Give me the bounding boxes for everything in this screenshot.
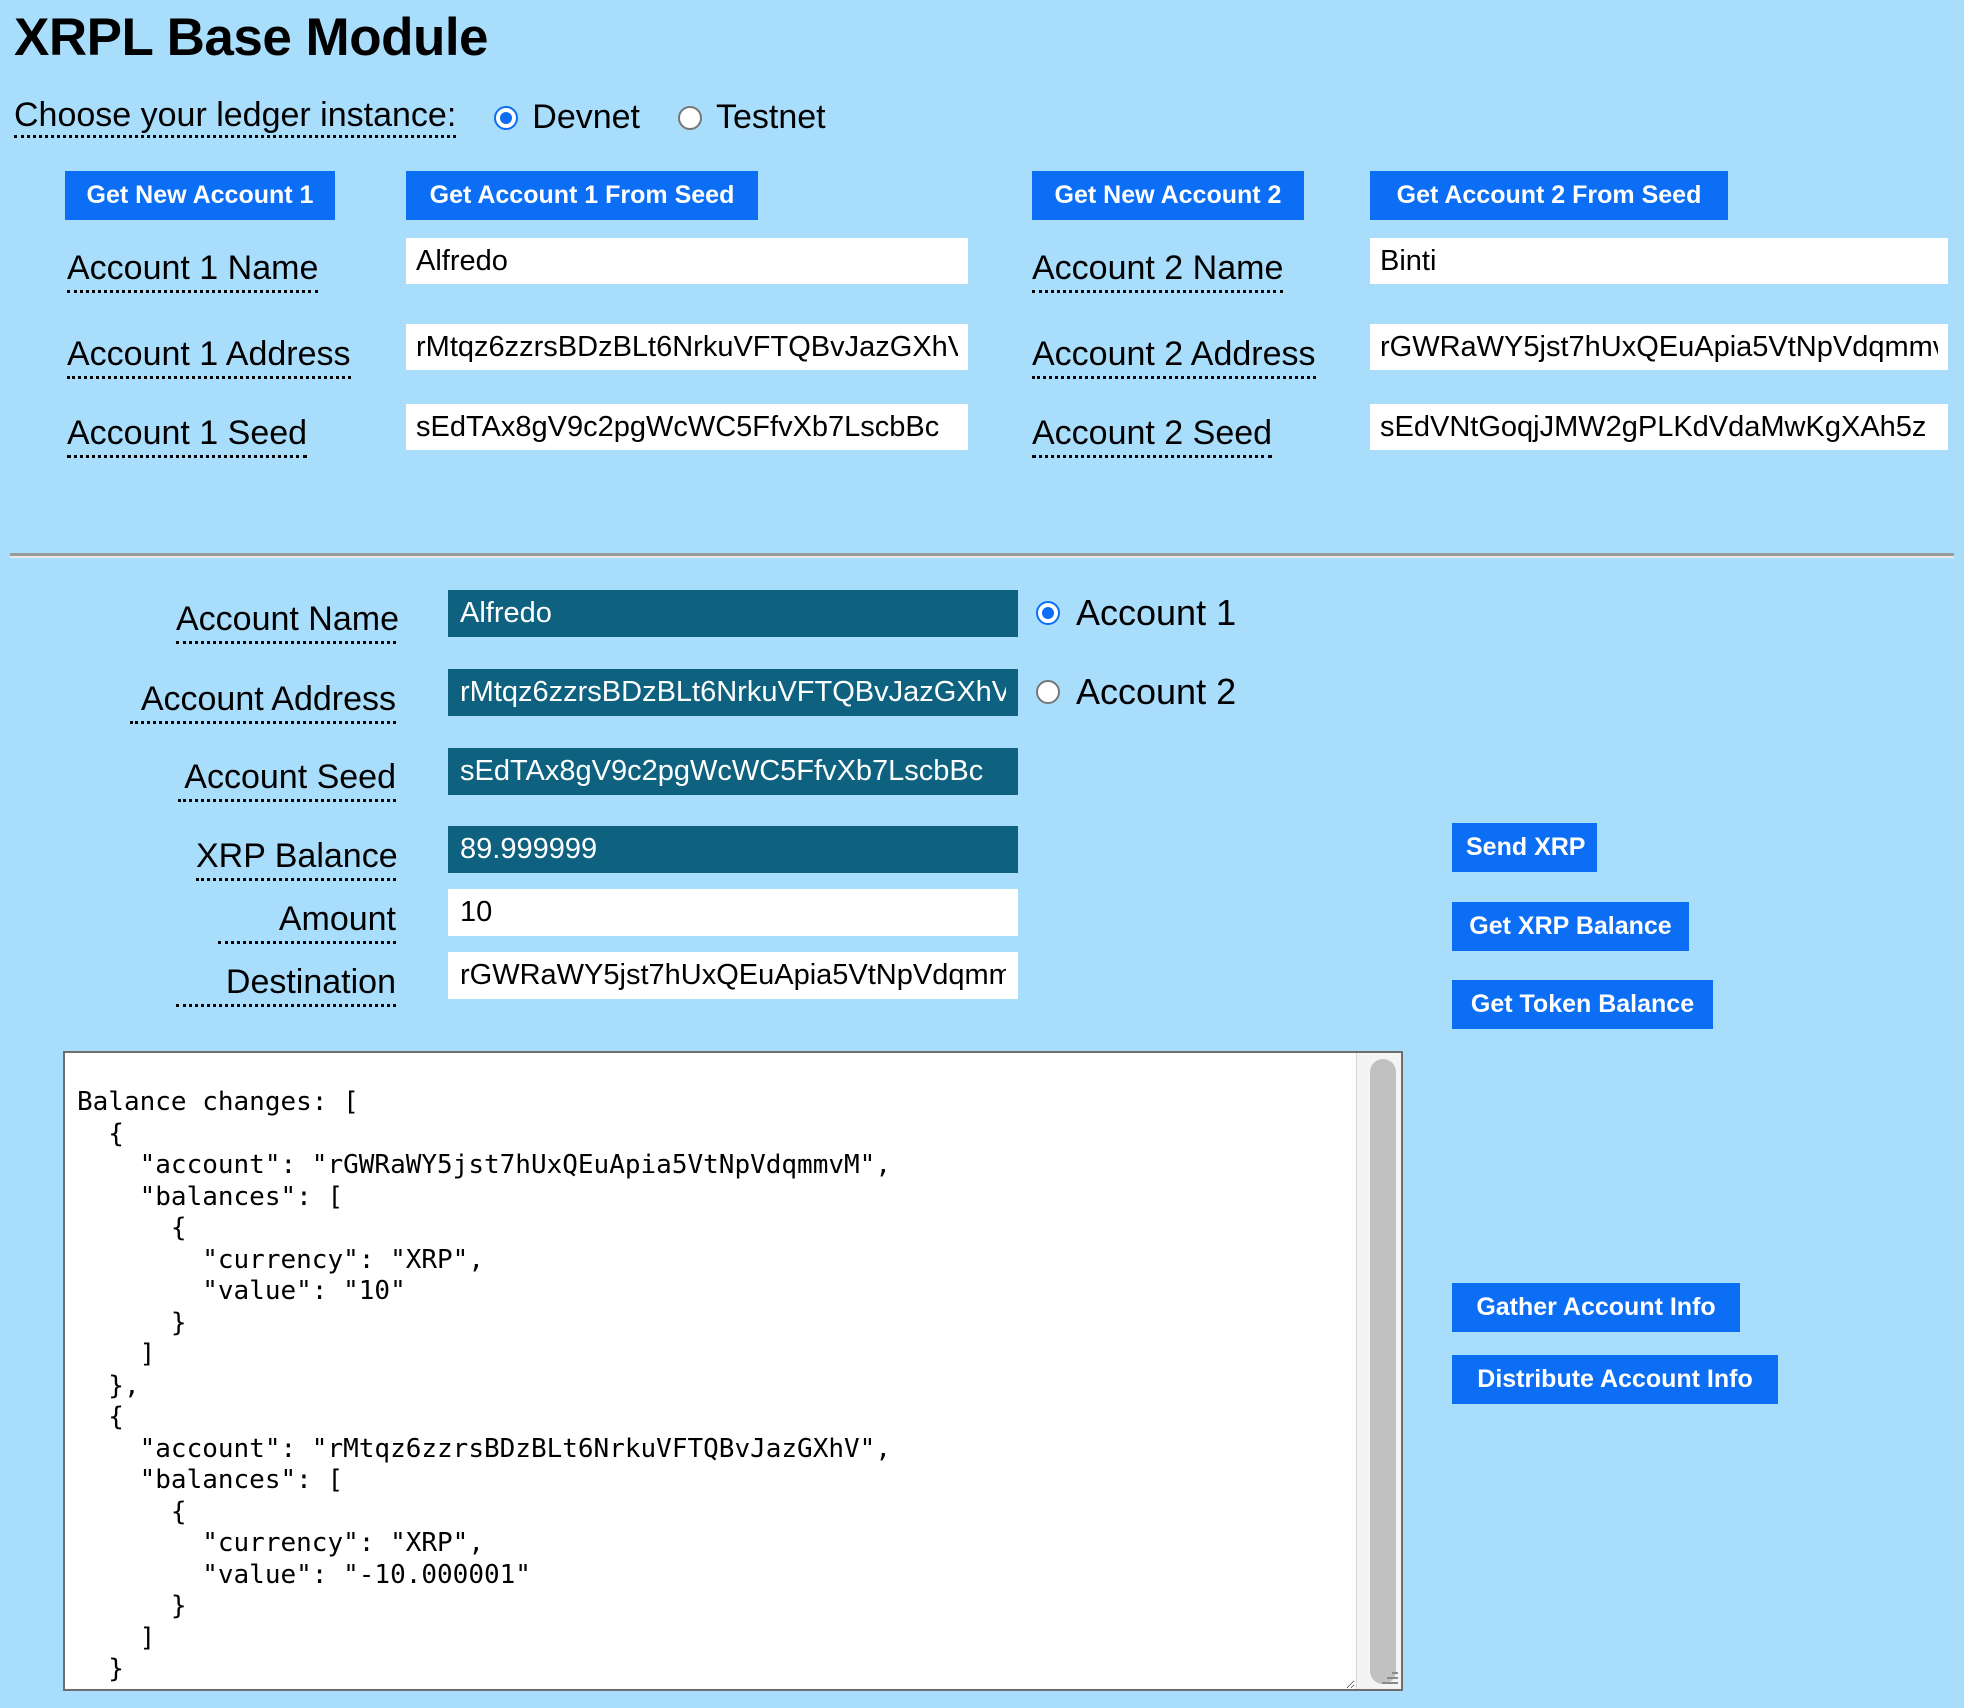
account-seed-label: Account Seed <box>178 758 396 802</box>
account-2-name-label: Account 2 Name <box>1032 249 1284 293</box>
radio-devnet[interactable] <box>494 105 519 130</box>
get-token-balance-button[interactable]: Get Token Balance <box>1452 980 1713 1029</box>
account-address-field[interactable] <box>448 669 1018 716</box>
destination-field[interactable] <box>448 952 1018 999</box>
get-account-1-from-seed-button[interactable]: Get Account 1 From Seed <box>406 170 758 220</box>
get-new-account-1-button[interactable]: Get New Account 1 <box>65 170 335 220</box>
account-name-field[interactable] <box>448 590 1018 637</box>
results-scrollbar-track[interactable] <box>1356 1053 1401 1689</box>
radio-devnet-label: Devnet <box>532 98 640 137</box>
account-address-label: Account Address <box>130 680 396 724</box>
radio-account-2[interactable] <box>1036 680 1060 704</box>
page-title: XRPL Base Module <box>14 8 489 67</box>
radio-testnet-label: Testnet <box>716 98 826 137</box>
account-seed-field[interactable] <box>448 748 1018 795</box>
account-1-address-label: Account 1 Address <box>67 335 351 379</box>
section-divider <box>10 553 1954 558</box>
results-scrollbar-thumb[interactable] <box>1370 1059 1396 1684</box>
xrp-balance-label: XRP Balance <box>196 837 398 881</box>
accounts-section: Get New Account 1 Get Account 1 From See… <box>0 170 1964 486</box>
ledger-radio-group: Devnet Testnet <box>456 98 826 137</box>
account-2-address-input[interactable] <box>1370 323 1948 370</box>
account-name-label: Account Name <box>176 600 399 644</box>
account-2-seed-label: Account 2 Seed <box>1032 414 1273 458</box>
gather-account-info-button[interactable]: Gather Account Info <box>1452 1283 1740 1332</box>
radio-option-account-1[interactable]: Account 1 <box>1036 592 1236 634</box>
radio-testnet[interactable] <box>678 105 702 130</box>
radio-account-1-label: Account 1 <box>1076 592 1237 633</box>
results-textarea-container[interactable] <box>63 1051 1403 1691</box>
results-textarea[interactable] <box>65 1053 1355 1689</box>
radio-account-2-label: Account 2 <box>1076 671 1237 712</box>
account-2-address-label: Account 2 Address <box>1032 335 1316 379</box>
account-1-address-input[interactable] <box>406 323 968 370</box>
get-new-account-2-button[interactable]: Get New Account 2 <box>1032 170 1304 220</box>
account-2-seed-input[interactable] <box>1370 403 1948 450</box>
account-1-seed-label: Account 1 Seed <box>67 414 308 458</box>
get-account-2-from-seed-button[interactable]: Get Account 2 From Seed <box>1370 170 1728 220</box>
account-1-name-label: Account 1 Name <box>67 249 319 293</box>
radio-option-devnet[interactable]: Devnet <box>494 98 640 137</box>
radio-option-testnet[interactable]: Testnet <box>678 98 826 137</box>
get-xrp-balance-button[interactable]: Get XRP Balance <box>1452 902 1689 951</box>
xrp-balance-field[interactable] <box>448 826 1018 873</box>
radio-option-account-2[interactable]: Account 2 <box>1036 671 1236 713</box>
radio-account-1[interactable] <box>1036 601 1060 625</box>
amount-label: Amount <box>218 900 396 944</box>
ledger-instance-row: Choose your ledger instance: Devnet Test… <box>14 95 1964 141</box>
account-1-name-input[interactable] <box>406 237 968 284</box>
destination-label: Destination <box>176 963 396 1007</box>
amount-field[interactable] <box>448 889 1018 936</box>
account-2-name-input[interactable] <box>1370 237 1948 284</box>
ledger-instance-label: Choose your ledger instance: <box>14 97 457 139</box>
account-1-seed-input[interactable] <box>406 403 968 450</box>
send-xrp-button[interactable]: Send XRP <box>1452 823 1597 872</box>
distribute-account-info-button[interactable]: Distribute Account Info <box>1452 1355 1778 1404</box>
